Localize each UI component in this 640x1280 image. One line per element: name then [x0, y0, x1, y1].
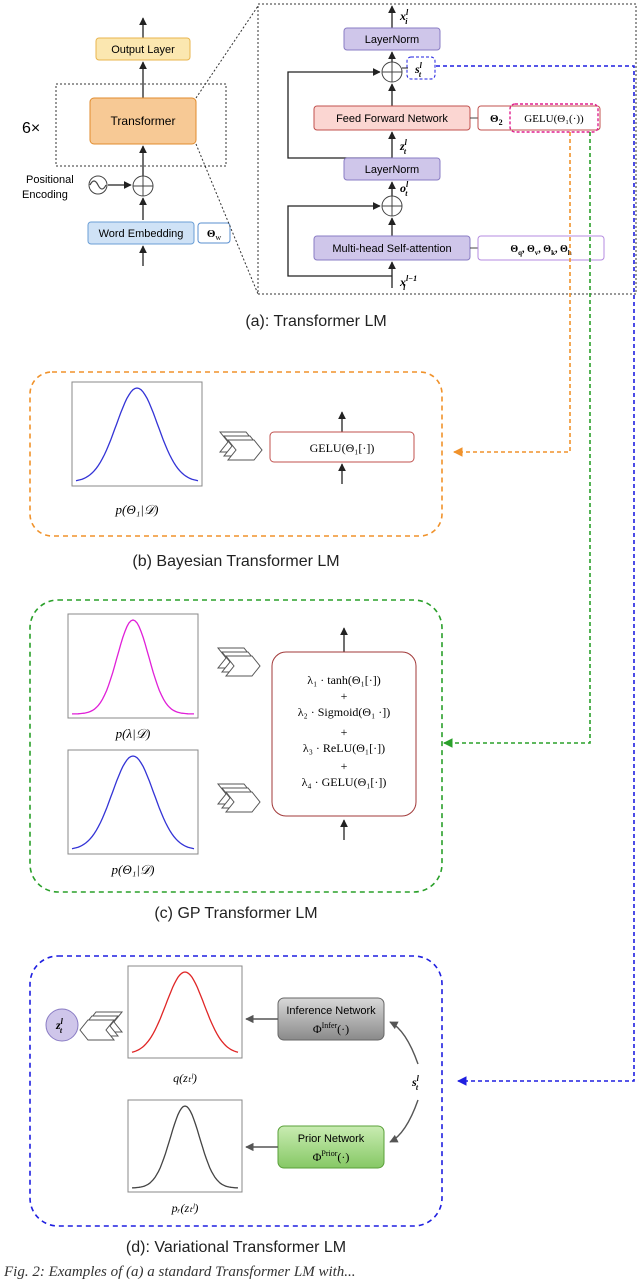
word-embedding-label: Word Embedding — [99, 228, 184, 240]
prior-network-title: Prior Network — [298, 1133, 365, 1145]
q-dist-label: q(zₜˡ) — [173, 1071, 197, 1085]
gp-line-4: λ₄ · GELU(Θ₁[·]) — [302, 775, 387, 789]
dist-lambda-label: p(λ|𝒟) — [115, 726, 151, 741]
panel-a-caption: (a): Transformer LM — [245, 313, 386, 330]
layernorm-top-box — [343, 27, 441, 51]
positional-label-1: Positional — [26, 174, 74, 186]
gp-plus-2: + — [341, 725, 348, 739]
attn-params-box — [477, 235, 605, 261]
gp-line-3: λ₃ · ReLU(Θ₁[·]) — [303, 741, 385, 755]
panel-b-frame — [29, 371, 443, 537]
panel-a: Output Layer 6× Transformer Positional E… — [22, 3, 637, 330]
layernorm-mid-box — [343, 157, 441, 181]
stack-arrow-icon — [79, 1011, 124, 1041]
output-layer-box — [95, 37, 191, 61]
gp-plus-1: + — [341, 689, 348, 703]
panel-b-caption: (b) Bayesian Transformer LM — [132, 553, 339, 570]
z-latent-node — [45, 1008, 79, 1042]
gp-line-2: λ₂ · Sigmoid(Θ₁ ·]) — [298, 705, 391, 719]
transformer-detail-frame — [257, 3, 637, 295]
dist-lambda-plot — [67, 613, 199, 719]
gelu-box-b — [269, 431, 415, 463]
q-dist-plot — [127, 965, 243, 1059]
prior-dist-plot — [127, 1099, 243, 1193]
ffn-label: Feed Forward Network — [336, 113, 448, 125]
attn-params-label: Θq, Θv, Θk, Θh — [510, 244, 571, 257]
layernorm-mid-label: LayerNorm — [365, 164, 419, 176]
dist-label-b: p(Θ₁|𝒟) — [114, 502, 158, 517]
layernorm-top-label: LayerNorm — [365, 34, 419, 46]
dist-theta-plot-c — [67, 749, 199, 855]
gelu-highlight-box — [509, 103, 599, 133]
gelu-label: GELU(Θ₁(·)) — [524, 113, 584, 125]
dist-theta-plot-b — [71, 381, 203, 487]
gp-plus-3: + — [341, 759, 348, 773]
ffn-params-box — [477, 105, 601, 131]
theta-w-label: Θw — [207, 228, 222, 242]
mhsa-label: Multi-head Self-attention — [332, 243, 451, 255]
stack-arrow-icon — [218, 431, 263, 461]
word-embedding-box — [87, 221, 195, 245]
positional-label-2: Encoding — [22, 189, 68, 201]
output-layer-label: Output Layer — [111, 44, 175, 56]
panel-b: p(Θ₁|𝒟) GELU(Θ₁[·]) (b) Bayesian Transfo… — [29, 371, 443, 570]
stack-arrow-icon — [216, 647, 261, 677]
repeat-label: 6× — [22, 120, 40, 137]
stack-arrow-icon — [216, 783, 261, 813]
dist-theta-label-c: p(Θ₁|𝒟) — [110, 862, 154, 877]
connectors — [436, 65, 635, 1086]
transformer-repeat-region — [55, 83, 227, 167]
panel-c-caption: (c) GP Transformer LM — [154, 905, 317, 922]
panel-c-frame — [29, 599, 443, 893]
panel-d-frame — [29, 955, 443, 1227]
figure-footer: Fig. 2: Examples of (a) a standard Trans… — [3, 1264, 356, 1280]
gp-kernel-box — [271, 651, 417, 817]
panel-d-caption: (d): Variational Transformer LM — [126, 1239, 346, 1256]
prior-dist-label: pᵣ(zₜˡ) — [171, 1201, 199, 1215]
theta-w-box — [197, 222, 231, 244]
gelu-label-b: GELU(Θ₁[·]) — [310, 441, 375, 455]
panel-c: p(λ|𝒟) p(Θ₁|𝒟) λ₁ · tanh(Θ₁[·]) + λ₂ · S… — [29, 599, 443, 922]
transformer-box — [89, 97, 197, 145]
inference-network-title: Inference Network — [286, 1005, 376, 1017]
s-label-box — [406, 56, 436, 80]
gp-line-1: λ₁ · tanh(Θ₁[·]) — [307, 673, 381, 687]
transformer-label: Transformer — [111, 114, 176, 128]
